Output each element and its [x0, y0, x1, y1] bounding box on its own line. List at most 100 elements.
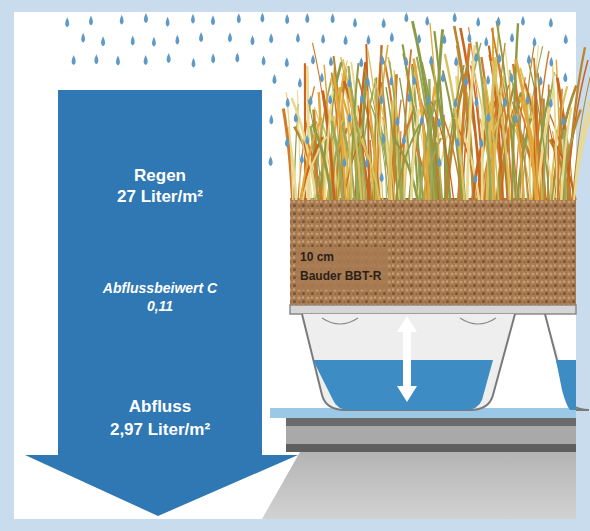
- rain-drop: [510, 72, 514, 82]
- rain-drop: [175, 35, 179, 45]
- rain-drop: [320, 72, 324, 82]
- rain-drop: [272, 74, 276, 84]
- rain-drop: [309, 95, 313, 105]
- rain-drop: [381, 133, 385, 143]
- rain-drop: [526, 95, 530, 105]
- rain-drop: [441, 72, 445, 82]
- grass-blade: [574, 97, 590, 200]
- grass-blade: [396, 124, 420, 200]
- rain-drop: [497, 53, 501, 63]
- rain-drop: [294, 112, 298, 122]
- rain-drop: [285, 57, 289, 67]
- rain-drop: [561, 116, 565, 126]
- label-ground: [296, 248, 388, 290]
- layer-label: Bauder BBT-R: [300, 270, 381, 284]
- rain-drop: [237, 13, 241, 23]
- rain-drop: [390, 32, 394, 42]
- grass-blade: [386, 87, 398, 200]
- rain-drop: [152, 37, 156, 47]
- rain-drop: [359, 57, 363, 67]
- rain-drop: [328, 94, 332, 104]
- rain-drop: [167, 53, 171, 63]
- grass-blade: [558, 89, 563, 200]
- grass-blade: [476, 42, 491, 200]
- rain-drop: [329, 56, 333, 66]
- grass-blade: [420, 100, 436, 200]
- rain-drop: [407, 92, 411, 102]
- rain-drop: [476, 17, 480, 27]
- rain-drop: [496, 16, 500, 26]
- rain-drop: [94, 54, 98, 64]
- grass-blade: [400, 78, 412, 200]
- arrow-text: 2,97 Liter/m²: [58, 420, 262, 440]
- rain-drop: [454, 56, 458, 66]
- rain-drop: [395, 116, 399, 126]
- rain-drop: [404, 12, 408, 22]
- grass-blade: [301, 118, 322, 200]
- insulation: [286, 426, 576, 444]
- arrow-text: 0,11: [58, 298, 262, 314]
- rain-drop: [380, 172, 384, 182]
- rain-drop: [262, 55, 266, 65]
- rain-drop: [389, 76, 393, 86]
- rain-drop: [437, 117, 441, 127]
- grass-blade: [553, 64, 558, 200]
- sealing-layer: [286, 418, 576, 426]
- rain-drop: [417, 33, 421, 43]
- rain-drop: [89, 16, 93, 26]
- rain-drop: [344, 35, 348, 45]
- grass-blade: [573, 65, 590, 200]
- rain-drop: [285, 14, 289, 24]
- rain-drop: [532, 37, 536, 47]
- rain-drop: [347, 113, 351, 123]
- rain-drop: [65, 17, 69, 27]
- grass-blade: [443, 71, 462, 201]
- rain-drop: [564, 34, 568, 44]
- rain-drop: [453, 98, 457, 108]
- rain-drop: [311, 54, 315, 64]
- rain-drop: [360, 93, 364, 103]
- membrane: [286, 444, 576, 452]
- substrate-layer: [290, 198, 576, 305]
- grass-blade: [312, 124, 331, 200]
- drainage-cups: [290, 305, 589, 410]
- rain-drop: [420, 115, 424, 125]
- rain-drop: [260, 13, 264, 23]
- rain-drop: [353, 18, 357, 28]
- rain-drop: [305, 13, 309, 23]
- rain-drop: [474, 97, 478, 107]
- grass-blade: [528, 60, 550, 200]
- rain-drop: [539, 76, 543, 86]
- arrow-text: 27 Liter/m²: [58, 187, 262, 207]
- rain-drop: [144, 13, 148, 23]
- rain-drop: [300, 154, 304, 164]
- grass-blade: [343, 60, 361, 201]
- rain-drop: [563, 72, 567, 82]
- water-level-arrow: [397, 316, 417, 402]
- grass-blade: [432, 102, 454, 201]
- rain-drop: [473, 173, 477, 183]
- grass-blade: [514, 109, 524, 200]
- rain-drop: [144, 55, 148, 65]
- rain-drop: [484, 36, 488, 46]
- rain-drop: [131, 36, 135, 46]
- grass-blade: [516, 59, 537, 200]
- rain-drop: [437, 157, 441, 167]
- rain-drop: [72, 55, 76, 65]
- rain-drop: [347, 78, 351, 88]
- rain-drop: [380, 55, 384, 65]
- arrow-text: Regen: [58, 166, 262, 186]
- rain-drop: [250, 35, 254, 45]
- grass-blade: [412, 21, 436, 200]
- rain-drop: [228, 32, 232, 42]
- rain-drop: [464, 76, 468, 86]
- concrete-slab: [262, 452, 576, 519]
- rain-drop: [453, 12, 457, 22]
- rain-drop: [199, 32, 203, 42]
- plants: [283, 21, 590, 200]
- rain-drop: [120, 15, 124, 25]
- flow-arrow: [25, 90, 298, 516]
- rain-drop: [298, 78, 302, 88]
- rain-drop: [191, 14, 195, 24]
